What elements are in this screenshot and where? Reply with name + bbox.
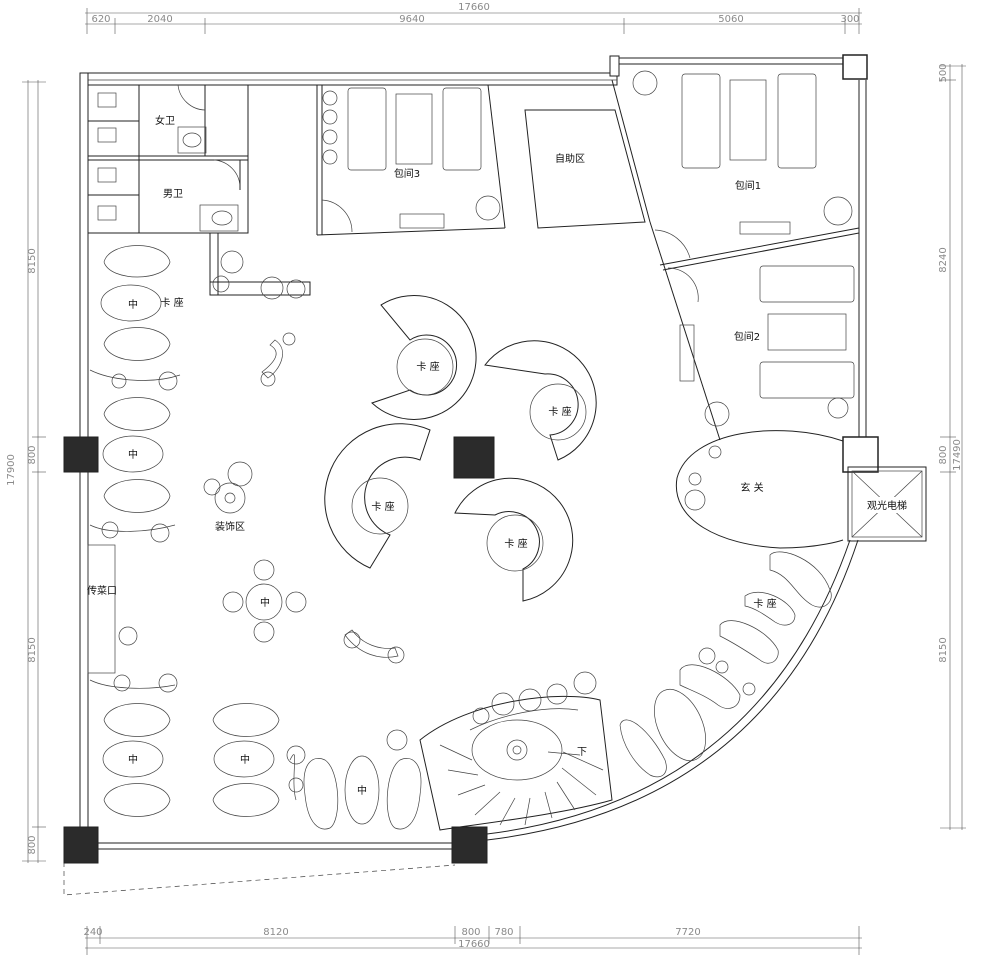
left-dimension-2: 800 (27, 445, 38, 464)
table-symbol-4: 中 (240, 753, 250, 766)
stairs-down-label: 下 (577, 747, 587, 758)
right-dimension-1: 500 (938, 63, 949, 82)
dimension-lines: 17660 620 2040 9640 5060 300 240 8120 80… (6, 2, 966, 955)
elevator-label: 观光电梯 (867, 499, 907, 512)
foyer (675, 430, 844, 549)
booth-label-center-4: 卡 座 (504, 537, 527, 550)
table-symbol-3: 中 (128, 753, 138, 766)
bottom-dimension-2: 8120 (263, 927, 288, 938)
mens-restroom-label: 男卫 (163, 188, 183, 200)
right-dimension-3: 800 (938, 445, 949, 464)
table-symbol-5: 中 (260, 596, 270, 609)
table-symbol-2: 中 (128, 448, 138, 461)
right-curved-booths (619, 551, 832, 778)
restroom-block (87, 84, 311, 296)
plants (118, 70, 853, 751)
private-room-3 (316, 84, 506, 236)
bottom-booths (286, 745, 422, 830)
private-room-2-label: 包间2 (734, 330, 760, 343)
left-dimension-3: 8150 (27, 637, 38, 662)
self-service-area (524, 109, 646, 229)
decoration-area (203, 339, 399, 658)
bottom-dimension-5: 7720 (675, 927, 700, 938)
bottom-total-dimension: 17660 (458, 939, 490, 950)
top-total-dimension: 17660 (458, 2, 490, 13)
womens-restroom-label: 女卫 (155, 114, 175, 127)
private-room-2 (667, 265, 855, 399)
left-total-dimension: 17900 (6, 454, 17, 486)
left-dimension-4: 800 (27, 835, 38, 854)
structural-columns (63, 54, 879, 864)
table-symbol-1: 中 (128, 298, 138, 311)
foyer-label: 玄 关 (740, 481, 763, 494)
top-dimension-4: 5060 (718, 14, 743, 25)
top-dimension-5: 300 (840, 14, 859, 25)
spiral-staircase (419, 695, 613, 831)
private-room-3-label: 包间3 (394, 167, 420, 180)
bottom-dimension-3: 800 (461, 927, 480, 938)
private-room-1 (611, 73, 860, 441)
booth-label-right: 卡 座 (753, 597, 776, 610)
serving-window-label: 传菜口 (87, 585, 117, 597)
right-dimension-4: 8150 (938, 637, 949, 662)
left-booths (87, 245, 280, 817)
right-total-dimension: 17490 (952, 439, 963, 471)
booth-label-center-1: 卡 座 (416, 360, 439, 373)
decoration-area-label: 装饰区 (215, 520, 245, 533)
top-dimension-1: 620 (91, 14, 110, 25)
bottom-dimension-1: 240 (83, 927, 102, 938)
booth-label-center-3: 卡 座 (371, 500, 394, 513)
sightseeing-elevator (847, 466, 927, 542)
top-dimension-3: 9640 (399, 14, 424, 25)
right-dimension-2: 8240 (938, 247, 949, 272)
booth-label-left: 卡 座 (160, 296, 183, 309)
table-symbol-6: 中 (357, 784, 367, 797)
top-dimension-2: 2040 (147, 14, 172, 25)
private-room-1-label: 包间1 (735, 179, 761, 192)
bottom-dimension-4: 780 (494, 927, 513, 938)
left-dimension-1: 8150 (27, 248, 38, 273)
booth-label-center-2: 卡 座 (548, 405, 571, 418)
central-booths (324, 295, 597, 602)
self-service-label: 自助区 (555, 152, 585, 165)
